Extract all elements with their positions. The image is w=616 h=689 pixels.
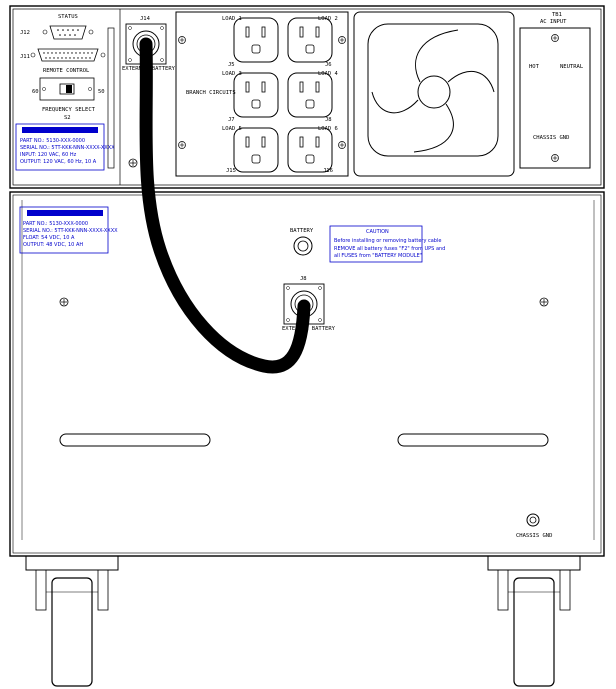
caution-line-1: Before installing or removing battery ca… [334,238,441,244]
right-handle[interactable] [397,433,549,447]
s2-label: S2 [64,115,71,121]
battery-module-outline [9,191,605,557]
screw-head-icon [128,158,138,168]
j11-label: J11 [20,54,30,60]
top-nameplate-line-4: OUTPUT: 120 VAC, 60 Hz, 10 A [20,159,97,165]
battery-label: BATTERY [290,228,314,234]
remote-control-label: REMOTE CONTROL [43,68,90,74]
screw-head-icon [338,36,346,44]
outlet-load3[interactable]: LOAD 3 J7 [222,71,279,123]
chassis-gnd-top-label: CHASSIS GND [533,135,569,141]
top-nameplate-line-1: PART NO.: 5130-XXX-0000 [20,138,85,144]
battery-nameplate-line-2: SERIAL NO.: 5TT-KKK-NNN-XXXX-XXXX [23,228,118,234]
svg-text:J15: J15 [226,168,236,174]
ext-battery-label: EXTERNAL BATTERY [282,326,336,332]
battery-nameplate-line-4: OUTPUT: 48 VDC, 10 AH [23,242,83,248]
left-slot [107,27,115,169]
battery-nameplate: PART NO.: 5130-XXX-0000 SERIAL NO.: 5TT-… [19,206,118,254]
frequency-select-label: FREQUENCY SELECT [42,107,96,113]
freq-60-label: 60 [32,89,39,95]
outlet-load5[interactable]: LOAD 5 J15 [222,126,279,174]
ups-chassis-outline [9,5,605,189]
freq-50-label: 50 [98,89,105,95]
right-caster-icon [487,555,581,687]
neutral-label: NEUTRAL [560,64,584,70]
status-label: STATUS [58,14,78,20]
chassis-gnd-label: CHASSIS GND [516,533,552,539]
outlet-load6[interactable]: LOAD 6 J16 [287,126,338,174]
screw-head-icon [178,141,186,149]
j12-label: J12 [20,30,30,36]
caution-label: CAUTION Before installing or removing ba… [329,225,445,263]
tb1-label: TB1 [552,12,562,18]
j14-label: J14 [140,16,151,22]
dip-switch-icon[interactable] [39,77,95,101]
screw-head-icon [178,36,186,44]
branch-circuits-label: BRANCH CIRCUITS [186,90,236,96]
fan-grille-icon [353,11,515,177]
svg-text:J8: J8 [325,117,332,123]
svg-text:J6: J6 [325,62,332,68]
svg-text:J5: J5 [228,62,235,68]
svg-text:LOAD 5: LOAD 5 [222,126,242,132]
screw-head-icon [551,154,559,162]
screw-head-icon [59,297,69,307]
caution-title: CAUTION [366,229,389,235]
db25-connector-icon[interactable] [30,48,106,62]
outlet-panel [175,11,349,177]
svg-text:J7: J7 [228,117,235,123]
caution-line-3: all FUSES from "BATTERY MODULE" [334,253,422,259]
top-nameplate-line-2: SERIAL NO.: 5TT-KKK-NNN-XXXX-XXXX [20,145,115,151]
left-handle[interactable] [59,433,211,447]
top-nameplate: PART NO.: 5130-XXX-0000 SERIAL NO.: 5TT-… [15,123,115,171]
svg-text:J16: J16 [323,168,333,174]
outlet-load2[interactable]: LOAD 2 J6 [287,16,338,68]
battery-breaker-icon[interactable] [293,236,313,256]
svg-text:LOAD 4: LOAD 4 [318,71,339,77]
ground-stud-icon[interactable] [526,513,540,527]
left-caster-icon [25,555,119,687]
screw-head-icon [338,141,346,149]
caution-line-2: REMOVE all battery fuses "F2" from UPS a… [334,246,445,252]
hot-label: HOT [529,64,540,70]
ac-input-panel [519,27,591,169]
outlet-load4[interactable]: LOAD 4 J8 [287,71,339,123]
j8-label: J8 [300,276,307,282]
svg-text:LOAD 1: LOAD 1 [222,16,242,22]
screw-head-icon [539,297,549,307]
top-nameplate-line-3: INPUT: 120 VAC, 60 Hz [20,152,77,158]
ac-input-label: AC INPUT [540,19,567,25]
external-battery-cable[interactable] [139,37,311,374]
db9-connector-icon[interactable] [42,25,94,40]
screw-head-icon [551,34,559,42]
svg-text:LOAD 3: LOAD 3 [222,71,242,77]
battery-nameplate-line-3: FLOAT: 54 VDC, 10 A [23,235,75,241]
battery-nameplate-line-1: PART NO.: 5130-XXX-0000 [23,221,88,227]
outlet-load1[interactable]: LOAD 1 J5 [222,16,279,68]
